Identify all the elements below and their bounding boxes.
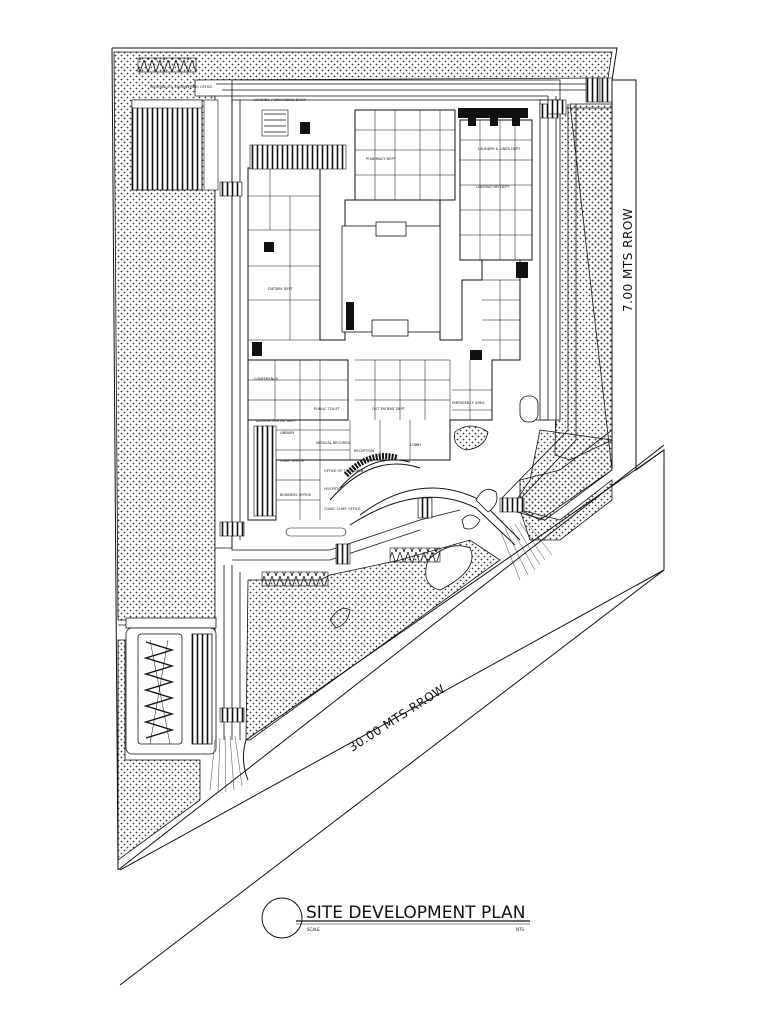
label-chief-office: CHIEF OFFICE [280, 459, 304, 463]
label-dietary: DIETARY DEPT [268, 287, 294, 291]
entrance-canopy [329, 453, 521, 546]
hospital-building [247, 109, 533, 521]
label-hospital: HOSPITAL [324, 487, 341, 491]
staircase [253, 425, 277, 517]
label-emergency: EMERGENCY AREA [452, 401, 485, 405]
main-road-label: 30.00 MTS RROW [346, 682, 448, 755]
label-business-office: BUSINESS OFFICE [280, 493, 311, 497]
drop-off-islands [329, 395, 539, 629]
label-reception: RECEPTION [354, 449, 374, 453]
label-conference: CONFERENCE [254, 377, 278, 381]
dark-blocks [252, 108, 528, 360]
label-lobby: LOBBY [410, 443, 422, 447]
label-loading: LOADING / UNLOADING DOCK [254, 98, 307, 102]
road-crossings [219, 77, 613, 723]
parking-lower [125, 617, 217, 755]
label-medical-records: MEDICAL RECORDS [316, 441, 351, 445]
main-road [119, 449, 665, 871]
parking-materials [131, 57, 219, 191]
label-public-toilet: PUBLIC TOILET [314, 407, 341, 411]
title-block: SITE DEVELOPMENT PLAN SCALE NTS [261, 897, 530, 939]
parking-front [389, 547, 441, 563]
page-title: SITE DEVELOPMENT PLAN [306, 903, 525, 923]
side-road-label: 7.00 MTS RROW [621, 208, 635, 312]
interior-roads [214, 79, 561, 549]
label-laboratory: LABORATORY DEPT [476, 185, 510, 189]
planter [285, 527, 347, 537]
label-materials: MATERIALS & ENGINEERING OFFICE [150, 85, 212, 89]
parking-west [261, 571, 329, 587]
scale-label: SCALE [307, 927, 320, 932]
label-library: LIBRARY [280, 431, 295, 435]
perimeter-road [118, 83, 600, 740]
label-office-admin: OFFICE OF THE ADMIN [324, 469, 364, 473]
label-pharmacy: PHARMACY DEPT [366, 157, 397, 161]
label-clinic-office: CLINIC CHIEF OFFICE [324, 507, 361, 511]
courtyard [341, 221, 441, 337]
label-administrative: ADMINISTRATIVE DEPT [256, 419, 296, 423]
interior-partitions [248, 110, 532, 520]
scale-value: NTS [516, 927, 524, 932]
label-outpatient: OUT PATIENT DEPT [372, 407, 406, 411]
label-laundry: LAUNDRY & LINEN DEPT [478, 147, 521, 151]
loading-dock [249, 109, 347, 170]
room-labels: PHARMACY DEPT LAUNDRY & LINEN DEPT LABOR… [254, 147, 521, 511]
